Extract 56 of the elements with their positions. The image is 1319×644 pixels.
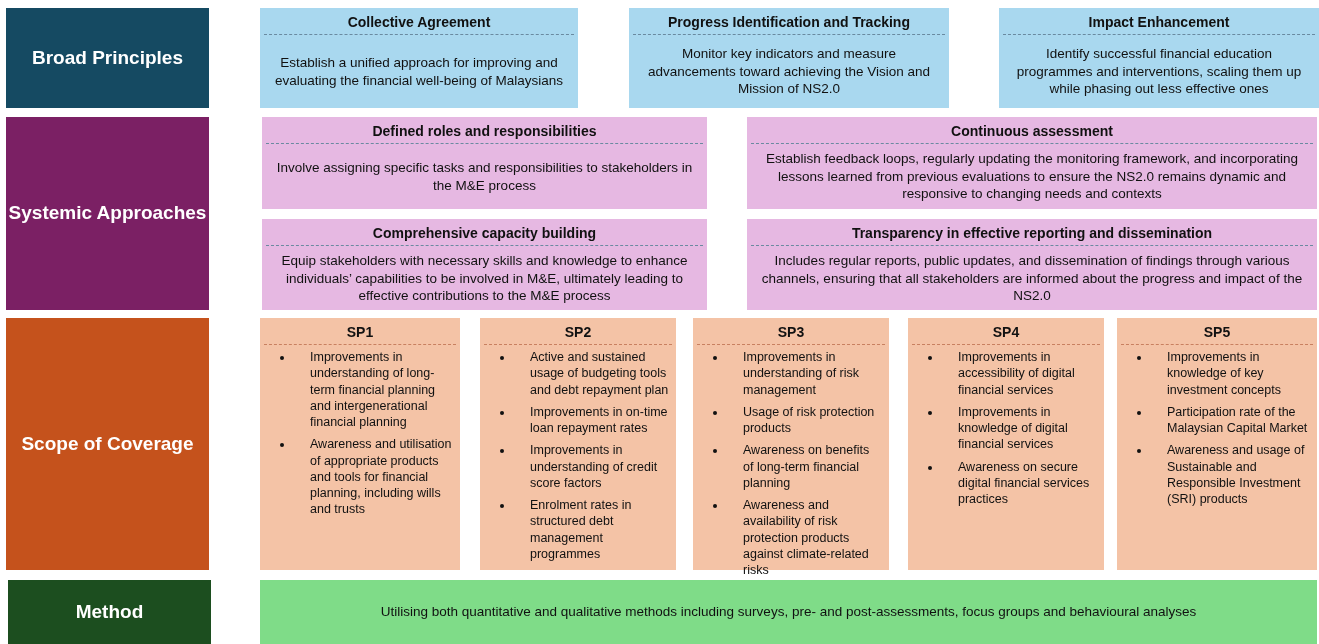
principle-card [260, 8, 578, 108]
principle-card [262, 219, 707, 310]
bullet-item: Active and sustained usage of budgeting tools and debt repayment plan [480, 349, 670, 398]
card-heading: SP1 [264, 318, 456, 345]
pillar-card [908, 318, 1104, 570]
bullet-item: Awareness on secure digital financial services practices [908, 458, 1098, 508]
pillar-card [480, 318, 676, 570]
card-heading: Impact Enhancement [1003, 8, 1315, 35]
card-heading: SP2 [484, 318, 672, 345]
bullet-item: Improvements in understanding of credit score factors [480, 442, 670, 491]
card-heading: Defined roles and responsibilities [266, 117, 703, 144]
card-heading: Continuous assessment [751, 117, 1313, 144]
card-heading: SP5 [1121, 318, 1313, 345]
row-title: Method [75, 599, 144, 624]
bullet-item: Usage of risk protection products [693, 403, 883, 437]
card-heading: SP3 [697, 318, 885, 345]
bullet-item: Improvements in accessibility of digital financial services [908, 349, 1098, 398]
principle-card [747, 117, 1317, 209]
row-header [8, 580, 211, 644]
card-heading: SP4 [912, 318, 1100, 345]
row-header [6, 8, 209, 108]
row-title: Systemic Approaches [8, 201, 207, 226]
card-text: Equip stakeholders with necessary skills and knowledge to enhance individuals’ capabilities to be involved in M&E, ultimately leading to effective contributions to the M&E process [280, 252, 689, 306]
bullet-item: Participation rate of the Malaysian Capital Market [1117, 403, 1311, 437]
row-title: Broad Principles [32, 45, 183, 70]
card-text: Establish feedback loops, regularly updating the monitoring framework, and incorporating lessons learned from previous evaluations to ensure the NS2.0 remains dynamic and responsive to changing needs and contexts [764, 150, 1300, 204]
bullet-item: Awareness and availability of risk protection products against climate-related risks [693, 497, 883, 579]
card-text: Establish a unified approach for improving and evaluating the financial well-being of Malaysians [273, 53, 565, 90]
card-heading: Comprehensive capacity building [266, 219, 703, 246]
bullet-item: Improvements in understanding of long-term financial planning and intergenerational financial planning [260, 349, 454, 431]
bullet-item: Awareness and utilisation of appropriate products and tools for financial planning, including wills and trusts [260, 436, 454, 518]
bullet-item: Improvements in understanding of risk management [693, 349, 883, 398]
pillar-card [260, 318, 460, 570]
principle-card [262, 117, 707, 209]
method-text: Utilising both quantitative and qualitative methods including surveys, pre- and post-assessments, focus groups and behavioural analyses [379, 603, 1198, 622]
row-header [6, 117, 209, 310]
card-text: Monitor key indicators and measure advancements toward achieving the Vision and Mission of NS2.0 [647, 45, 931, 99]
method-banner [260, 580, 1317, 644]
bullet-item: Improvements in on-time loan repayment rates [480, 403, 670, 437]
principle-card [629, 8, 949, 108]
card-heading: Collective Agreement [264, 8, 574, 35]
card-heading: Progress Identification and Tracking [633, 8, 945, 35]
row-title: Scope of Coverage [21, 431, 194, 456]
bullet-item: Awareness on benefits of long-term financial planning [693, 442, 883, 491]
pillar-card [1117, 318, 1317, 570]
row-header [6, 318, 209, 570]
bullet-item: Awareness and usage of Sustainable and Responsible Investment (SRI) products [1117, 442, 1311, 508]
bullet-item: Enrolment rates in structured debt management programmes [480, 497, 670, 562]
card-text: Includes regular reports, public updates, and dissemination of findings through various channels, ensuring that all stakeholders are informed about the progress and impact of the NS2.0 [760, 252, 1304, 306]
principle-card [747, 219, 1317, 310]
bullet-item: Improvements in knowledge of key investment concepts [1117, 349, 1311, 398]
card-heading: Transparency in effective reporting and dissemination [751, 219, 1313, 246]
card-text: Involve assigning specific tasks and responsibilities to stakeholders in the M&E process [275, 158, 694, 195]
principle-card [999, 8, 1319, 108]
bullet-item: Improvements in knowledge of digital financial services [908, 403, 1098, 453]
card-text: Identify successful financial education programmes and interventions, scaling them up while phasing out less effective ones [1015, 45, 1303, 99]
